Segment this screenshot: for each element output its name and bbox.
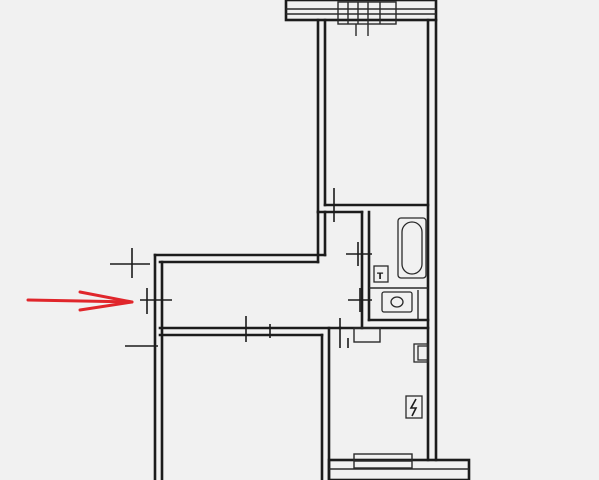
toilet-icon (381, 290, 419, 320)
top-window (284, 0, 438, 36)
electric-panel-icon (405, 395, 423, 419)
door-marks (110, 188, 372, 348)
toilet-tank: T (373, 265, 389, 283)
bottom-window (327, 453, 471, 480)
stove-icon (413, 343, 429, 363)
toilet-tank-label: T (377, 272, 384, 282)
arrow-right-icon (26, 290, 134, 312)
bathtub-icon (397, 217, 427, 279)
walls (153, 18, 438, 480)
